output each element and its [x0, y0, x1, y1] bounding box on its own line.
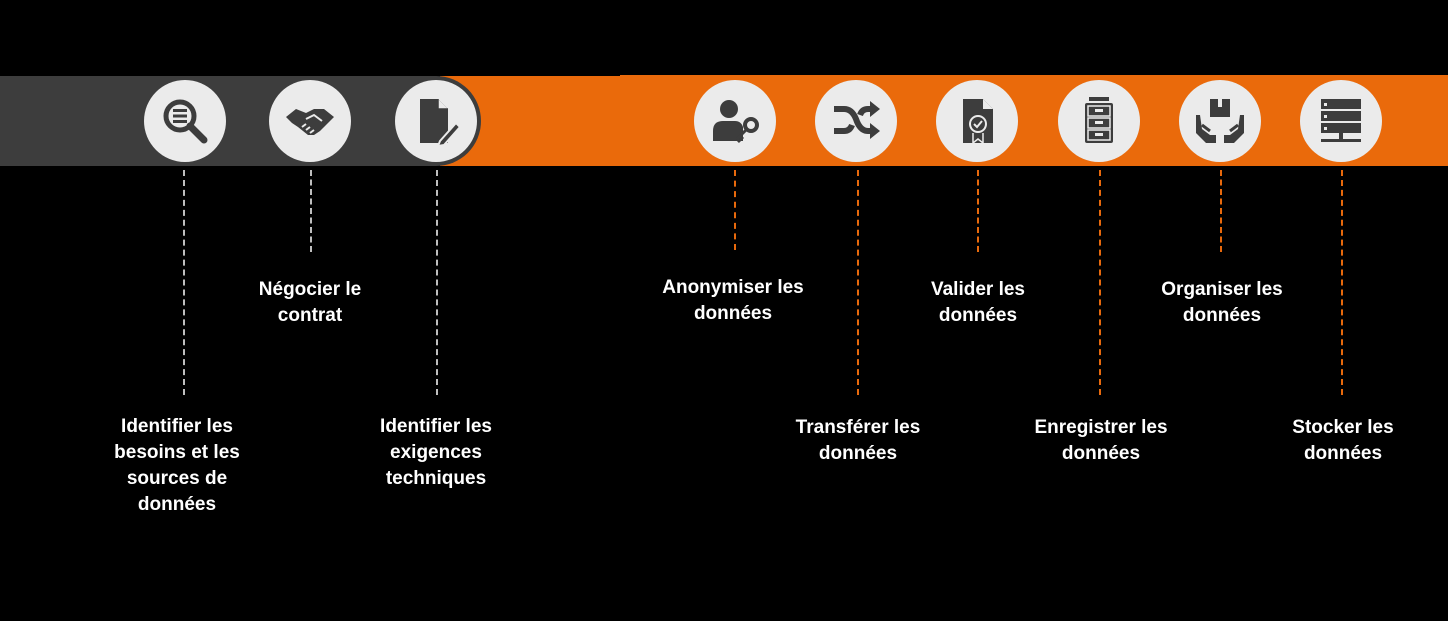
connector-line — [977, 170, 979, 252]
connector-line — [310, 170, 312, 252]
document-pen-icon — [395, 80, 477, 162]
connector-line — [1099, 170, 1101, 395]
filing-cabinet-icon — [1058, 80, 1140, 162]
magnifier-list-icon — [144, 80, 226, 162]
step-label: Stocker les données — [1292, 417, 1394, 464]
shuffle-icon — [815, 80, 897, 162]
step-label: Négocier le contrat — [258, 279, 362, 326]
step-label: Anonymiser les données — [662, 277, 804, 324]
step-label: Enregistrer les données — [1034, 417, 1168, 464]
step-label: Valider les données — [930, 279, 1026, 326]
hands-box-icon — [1179, 80, 1261, 162]
connector-line — [1220, 170, 1222, 252]
connector-line — [734, 170, 736, 250]
certificate-document-icon — [936, 80, 1018, 162]
handshake-icon — [269, 80, 351, 162]
person-key-icon — [694, 80, 776, 162]
connector-line — [436, 170, 438, 395]
step-label: Organiser les données — [1161, 279, 1283, 326]
step-label: Identifier les besoins et les sources de… — [114, 416, 240, 515]
server-rack-icon — [1300, 80, 1382, 162]
step-label: Identifier les exigences techniques — [380, 416, 492, 489]
connector-line — [857, 170, 859, 395]
step-label: Transférer les données — [795, 417, 921, 464]
connector-line — [183, 170, 185, 395]
connector-line — [1341, 170, 1343, 395]
